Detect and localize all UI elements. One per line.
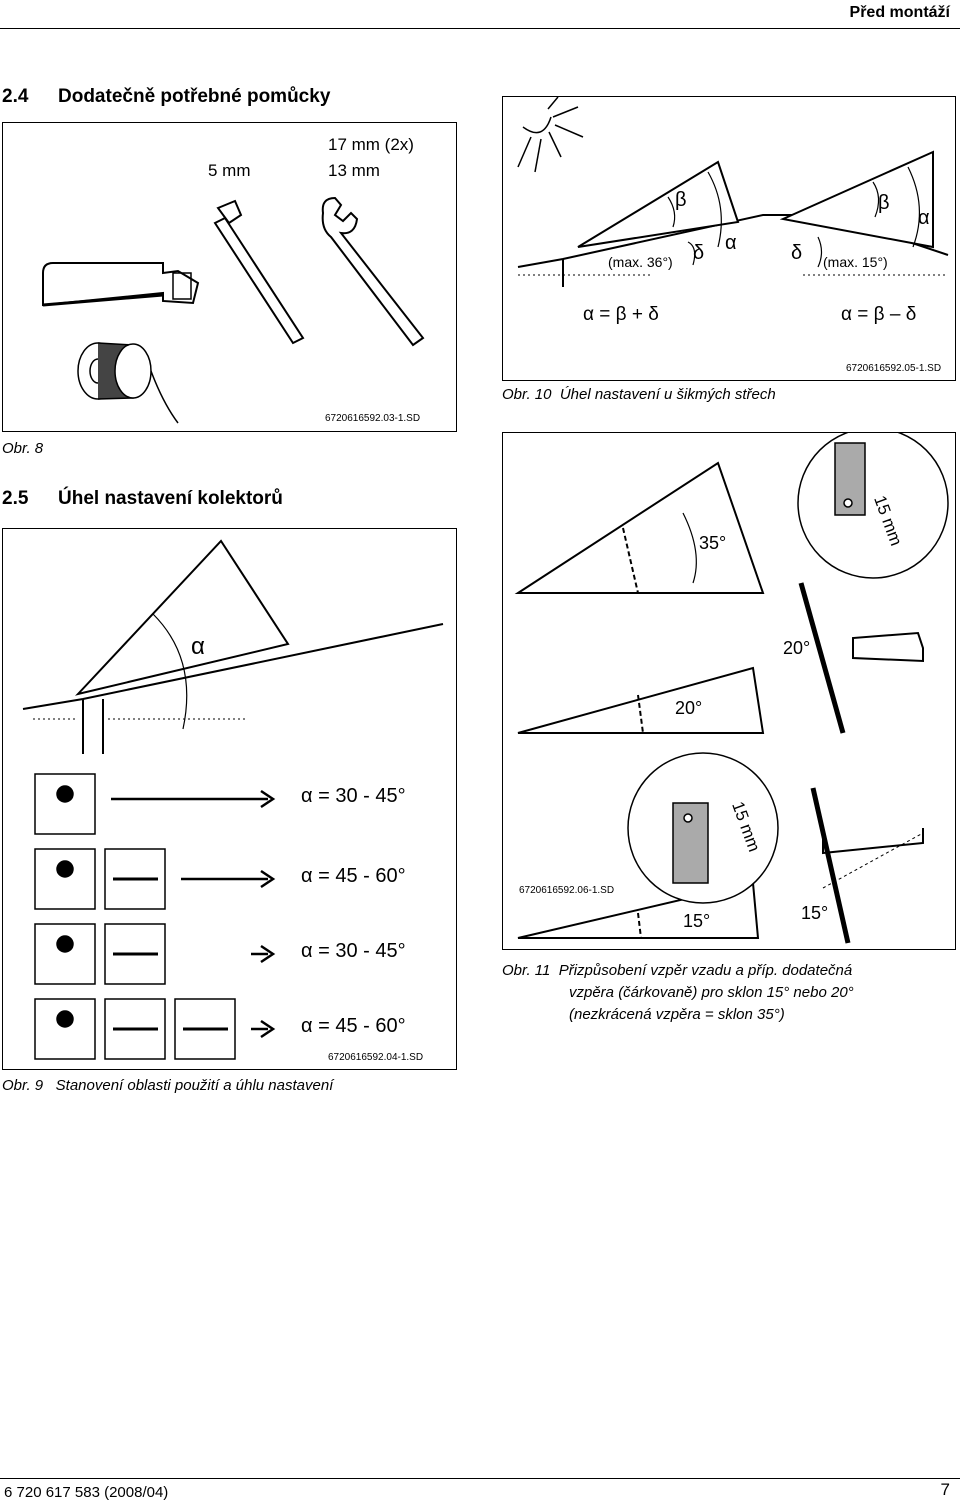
alpha-symbol: α (301, 865, 313, 887)
figure-10-caption: Obr. 10 Úhel nastavení u šikmých střech (502, 386, 776, 403)
angle-20b: 20° (675, 698, 703, 718)
figure-8-tools: 5 mm 17 mm (2x) 13 mm 6720616592.03-1.SD (2, 122, 457, 432)
section-2-4-heading: 2.4 Dodatečně potřebné pomůcky (2, 86, 330, 108)
collector-35 (514, 461, 765, 594)
allen-key-icon (213, 199, 305, 345)
tools-illustration (42, 196, 425, 424)
range-label: = 30 - 45° (318, 785, 406, 807)
header-rule (0, 28, 960, 29)
label-13mm: 13 mm (328, 161, 380, 180)
caption-line-3: (nezkrácená vzpěra = sklon 35°) (569, 1006, 785, 1023)
range-label: = 45 - 60° (318, 1015, 406, 1037)
beta-right: β (878, 192, 890, 214)
usage-diagram (22, 539, 444, 1060)
angle-15a: 15° (683, 911, 711, 931)
usage-row-2: α = 45 - 60° (301, 865, 406, 888)
formula-right: α = β – δ (841, 304, 917, 325)
figure-11-strut-adjustment: 35° 20° 20° 15° 15° 15 mm 15 mm 67206165… (502, 427, 956, 950)
max36-label: (max. 36°) (608, 254, 673, 270)
range-label: = 45 - 60° (318, 865, 406, 887)
caption-line-1: Obr. 11 Přizpůsobení vzpěr vzadu a příp.… (502, 960, 854, 982)
figure-11-caption: Obr. 11 Přizpůsobení vzpěr vzadu a příp.… (502, 960, 854, 1026)
roof-collector (22, 539, 444, 754)
wrench-icon (321, 196, 425, 347)
figure-code: 6720616592.05-1.SD (846, 363, 942, 374)
alpha-right: α (918, 207, 930, 229)
figure-code: 6720616592.03-1.SD (325, 413, 421, 424)
caption-line-2: vzpěra (čárkovaně) pro sklon 15° nebo 20… (569, 984, 854, 1001)
zoom-circle-bottom (627, 752, 779, 904)
footer-rule (0, 1478, 960, 1479)
angle-15b: 15° (801, 903, 829, 923)
figure-9-usage-angles: α α = 30 - 45° α = 45 - 60° α = 30 - 45°… (2, 528, 457, 1070)
collector-left (577, 160, 740, 248)
figure-code: 6720616592.06-1.SD (519, 885, 615, 896)
label-5mm: 5 mm (208, 161, 251, 180)
range-label: = 30 - 45° (318, 940, 406, 962)
section-number: 2.5 (2, 488, 29, 509)
figure-9-caption: Obr. 9 Stanovení oblasti použití a úhlu … (2, 1077, 333, 1094)
alpha-symbol: α (301, 940, 313, 962)
figure-10-roof-angles: β δ α δ β α (max. 36°) (max. 15°) α = β … (502, 96, 956, 381)
figure-8-caption: Obr. 8 (2, 440, 44, 457)
shower-icon (34, 923, 96, 985)
usage-row-1: α = 30 - 45° (301, 785, 406, 808)
caption-number: Obr. 11 (502, 962, 551, 979)
wire-spool-icon (77, 342, 179, 424)
max15-label: (max. 15°) (823, 254, 888, 270)
beta-left: β (675, 189, 687, 211)
caption-text: Stanovení oblasti použití a úhlu nastave… (55, 1077, 334, 1094)
angle-20a: 20° (783, 638, 811, 658)
footer-doc-number: 6 720 617 583 (2008/04) (4, 1484, 169, 1501)
formula-left: α = β + δ (583, 304, 659, 325)
collector-right (779, 150, 934, 249)
collector-20 (517, 666, 765, 734)
section-2-5-heading: 2.5 Úhel nastavení kolektorů (2, 488, 283, 510)
sun-icon (517, 96, 584, 173)
collector-15 (517, 881, 760, 939)
roof-angle-diagram (517, 96, 949, 287)
section-title: Úhel nastavení kolektorů (58, 488, 283, 509)
shower-icon (34, 773, 96, 835)
usage-icons (34, 773, 276, 1060)
alpha-label: α (191, 633, 205, 660)
caption-number: Obr. 10 (502, 386, 552, 403)
zoom-circle-top (797, 427, 949, 579)
alpha-symbol: α (301, 1015, 313, 1037)
angle-35: 35° (699, 533, 727, 553)
page-header-title: Před montáží (849, 4, 950, 21)
section-title: Dodatečně potřebné pomůcky (58, 86, 331, 107)
figure-code: 6720616592.04-1.SD (328, 1052, 424, 1063)
alpha-left: α (725, 232, 737, 254)
footer-page-number: 7 (940, 1480, 950, 1499)
usage-row-3: α = 30 - 45° (301, 940, 406, 963)
delta-left: δ (693, 242, 705, 264)
usage-row-4: α = 45 - 60° (301, 1015, 406, 1038)
section-number: 2.4 (2, 86, 29, 107)
caption-text: Úhel nastavení u šikmých střech (559, 386, 776, 403)
strut-diagram (514, 427, 949, 944)
caption-text-1: Přizpůsobení vzpěr vzadu a příp. dodateč… (558, 962, 853, 979)
caption-number: Obr. 9 (2, 1077, 44, 1094)
struts (798, 582, 924, 944)
shower-icon (34, 998, 96, 1060)
alpha-symbol: α (301, 785, 313, 807)
delta-right: δ (791, 242, 803, 264)
hacksaw-icon (822, 631, 924, 855)
shower-icon (34, 848, 96, 910)
hacksaw-icon (42, 262, 200, 307)
label-17mm: 17 mm (2x) (328, 135, 414, 154)
